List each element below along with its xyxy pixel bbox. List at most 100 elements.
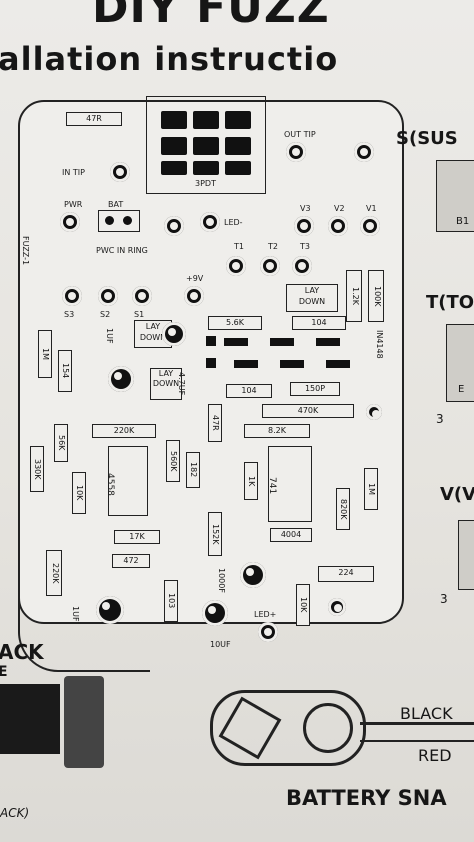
electrolytic-capacitor-4 [96, 596, 124, 624]
pad-in-tip [110, 162, 130, 182]
pad-pwr [60, 212, 80, 232]
pad-v2 [328, 216, 348, 236]
snap-terminal-hex [218, 696, 282, 760]
label-plus-9v: +9V [186, 274, 204, 283]
label-in-tip: IN TIP [62, 168, 85, 177]
resistor-8-2k: 8.2K [244, 424, 310, 438]
pad-s3 [62, 286, 82, 306]
label-led-plus: LED+ [254, 610, 277, 619]
pad-led-minus-a [164, 216, 184, 236]
label-in4148: IN4148 [375, 330, 384, 359]
label-t1: T1 [234, 242, 244, 251]
label-led-minus: LED- [224, 218, 243, 227]
pad-t2 [260, 256, 280, 276]
resistor-1k: 1K [244, 462, 258, 500]
label-pwc-in-ring: PWC IN RING [96, 246, 148, 255]
switch-pad [225, 111, 251, 129]
resistor-1m-b: 1M [364, 468, 378, 510]
label-1uf: 1UF [105, 328, 114, 344]
switch-pad [193, 137, 219, 155]
label-v2: V2 [334, 204, 345, 213]
header-pin [123, 216, 132, 225]
switch-label: 3PDT [195, 179, 216, 188]
resistor-47r: 47R [66, 112, 122, 126]
page-subtitle: allation instructio [0, 40, 339, 78]
pad-ground [354, 142, 374, 162]
capacitor-224: 224 [318, 566, 374, 582]
resistor-152k: 152K [208, 512, 222, 556]
label-ack-bottom: ACK) [0, 806, 30, 820]
side-heading-t: T(TO [426, 292, 474, 313]
resistor-103: 103 [164, 580, 178, 622]
side-label-e: E [458, 384, 465, 395]
label-fuzz-1: FUZZ-1 [21, 236, 30, 266]
diode [224, 338, 248, 346]
pad-square [206, 336, 216, 346]
resistor-10k-b: 10K [296, 584, 310, 626]
label-10uf: 10UF [210, 640, 231, 649]
diode [234, 360, 258, 368]
label-out-tip: OUT TIP [284, 130, 316, 139]
label-s1: S1 [134, 310, 145, 319]
label-t2: T2 [268, 242, 278, 251]
pad-t1 [226, 256, 246, 276]
side-label-3b: 3 [440, 592, 448, 606]
switch-pad [193, 161, 219, 175]
label-black: BLACK [400, 704, 453, 723]
resistor-17k: 17K [114, 530, 160, 544]
pad-square [206, 358, 216, 368]
label-4-7uf: 4.7UF [177, 372, 186, 396]
resistor-820k: 820K [336, 488, 350, 530]
pad-t3 [292, 256, 312, 276]
electrolytic-capacitor-3 [240, 562, 266, 588]
diode [270, 338, 294, 346]
pad-out-tip [286, 142, 306, 162]
side-label-3a: 3 [436, 412, 444, 426]
resistor-10k: 10K [72, 472, 86, 514]
capacitor-472: 472 [112, 554, 150, 568]
pad-plus-9v [184, 286, 204, 306]
pad-ground-2 [366, 404, 382, 420]
electrolytic-capacitor-2 [108, 366, 134, 392]
wire-red [360, 740, 474, 742]
snap-terminal-round [303, 703, 353, 753]
capacitor-150p: 150P [290, 382, 340, 396]
resistor-1m: 1M [38, 330, 52, 378]
ic-741-label: 741 [267, 477, 277, 495]
resistor-56k: 56K [54, 424, 68, 462]
resistor-330k: 330K [30, 446, 44, 492]
resistor-470k: 470K [262, 404, 354, 418]
page-title: DIY FUZZ [92, 0, 330, 33]
resistor-560k: 560K [166, 440, 180, 482]
pad-s1 [132, 286, 152, 306]
label-1000f: 1000F [217, 568, 226, 593]
lay-down-box: LAY DOWN [286, 284, 338, 312]
switch-pad [225, 137, 251, 155]
switch-diagram-s [436, 160, 474, 232]
switch-diagram-v [458, 520, 474, 590]
pad-v1 [360, 216, 380, 236]
header-pin [105, 216, 114, 225]
label-1uf-b: 1UF [71, 606, 80, 622]
pad-ground-3 [328, 598, 346, 616]
label-v3: V3 [300, 204, 311, 213]
switch-pad [161, 137, 187, 155]
pcb-outline-notch [18, 560, 150, 672]
resistor-182: 182 [186, 452, 200, 488]
ic-4558: 4558 [105, 446, 148, 516]
side-heading-v: V(V [440, 484, 474, 505]
resistor-220k: 220K [92, 424, 156, 438]
3pdt-switch: 3PDT [146, 96, 266, 194]
label-black-left: ACK [0, 640, 44, 664]
label-t3: T3 [300, 242, 310, 251]
resistor-220k-b: 220K [46, 550, 62, 596]
diode [280, 360, 304, 368]
switch-diagram-t [446, 324, 474, 402]
pad-v3 [294, 216, 314, 236]
ic-741: 741 [267, 446, 312, 522]
diode [316, 338, 340, 346]
label-e-left: E [0, 664, 8, 680]
resistor-1-2k: 1.2K [346, 270, 362, 322]
label-bat: BAT [108, 200, 124, 209]
lay-down-box-3: LAY DOWN [150, 368, 182, 400]
